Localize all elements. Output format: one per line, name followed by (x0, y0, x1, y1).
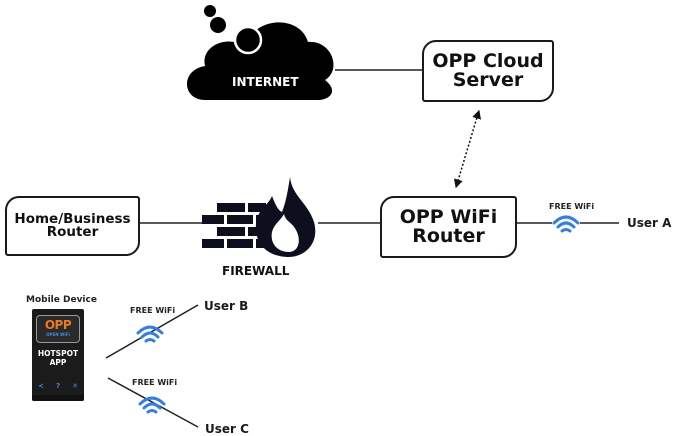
wifi-router-line1: OPP WiFi (399, 206, 498, 228)
firewall-label: FIREWALL (222, 264, 290, 278)
user-b-label[interactable]: User B (204, 299, 249, 313)
user-a-label[interactable]: User A (627, 216, 672, 230)
wifi-router-node[interactable]: OPP WiFi Router (380, 196, 517, 258)
app-title-line1: HOTSPOT (37, 349, 79, 358)
mobile-device[interactable]: OPP OPEN WiFi HOTSPOT APP ≺ ? ✕ (32, 309, 84, 401)
cloud-server-node[interactable]: OPP Cloud Server (422, 40, 554, 102)
edge-cloud-server-wifi-router (453, 109, 482, 189)
opp-logo-subtext: OPEN WiFi (46, 332, 70, 337)
home-router-node[interactable]: Home/Business Router (5, 196, 140, 256)
free-wifi-label-b: FREE WiFi (130, 306, 176, 315)
edge-phone-user-c (107, 377, 199, 428)
cloud-server-line1: OPP Cloud (432, 50, 544, 72)
wifi-router-line2: Router (412, 225, 485, 247)
wifi-icon-user-a (552, 215, 580, 233)
phone-system-bar (32, 395, 84, 401)
wifi-icon-user-b (136, 325, 164, 343)
app-title-line2: APP (49, 358, 67, 367)
free-wifi-label-c: FREE WiFi (132, 378, 178, 387)
free-wifi-label-a: FREE WiFi (549, 202, 595, 211)
opp-logo-text: OPP (44, 318, 72, 332)
close-icon[interactable]: ✕ (72, 382, 78, 390)
mobile-device-caption: Mobile Device (26, 295, 97, 305)
app-nav-bar: ≺ ? ✕ (32, 382, 84, 390)
hotspot-app-title: HOTSPOT APP (32, 349, 84, 367)
home-router-line2: Router (46, 224, 99, 240)
wifi-icon-user-c (138, 396, 166, 414)
internet-label: INTERNET (232, 75, 299, 89)
firewall-icon (202, 177, 316, 257)
opp-app-logo: OPP OPEN WiFi (36, 315, 80, 343)
user-c-label[interactable]: User C (205, 422, 249, 436)
share-icon[interactable]: ≺ (38, 382, 44, 390)
help-icon[interactable]: ? (55, 382, 61, 390)
home-router-line1: Home/Business (14, 210, 131, 227)
cloud-server-line2: Server (452, 69, 524, 91)
cloud-icon (186, 5, 334, 100)
edge-phone-user-b (105, 304, 199, 359)
